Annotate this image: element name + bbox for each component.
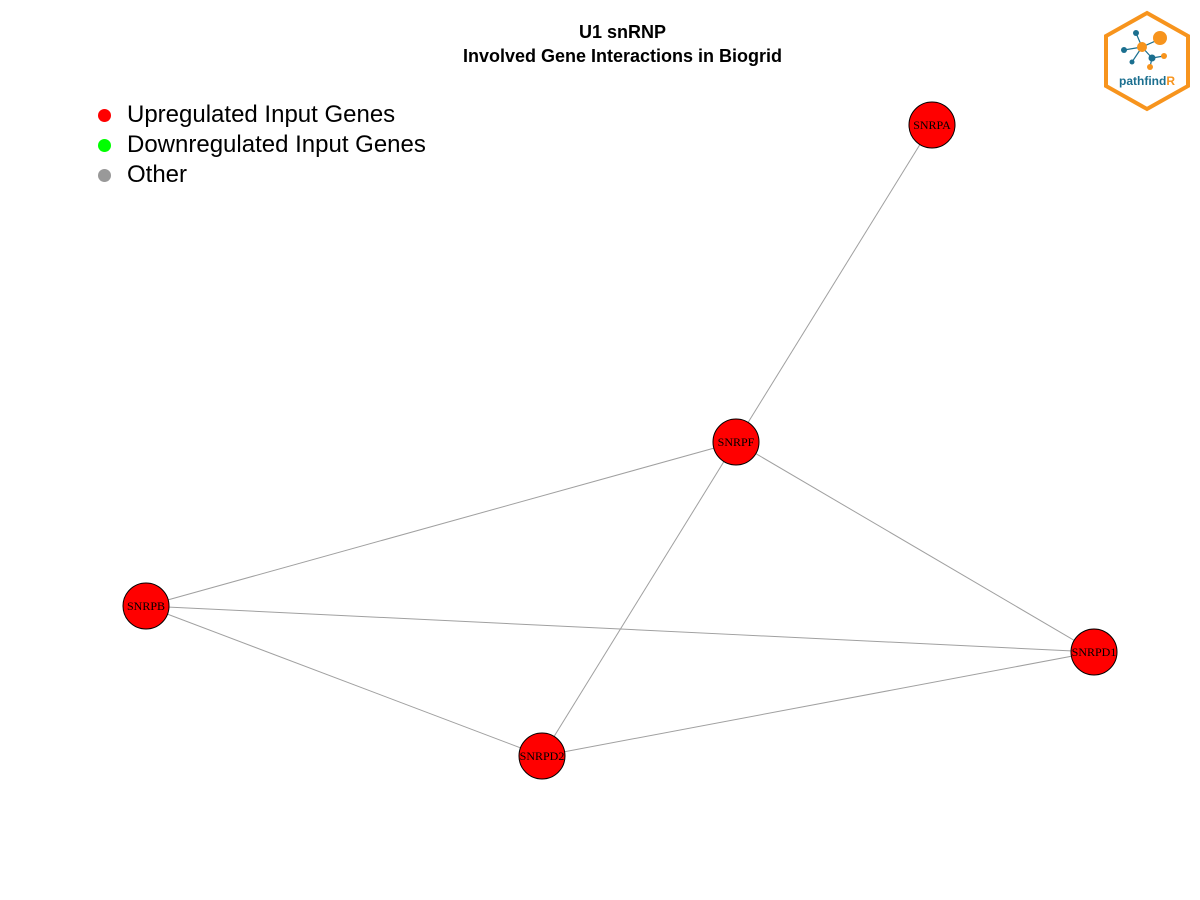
- logo-text-main: pathfind: [1119, 74, 1166, 88]
- legend-label-upregulated: Upregulated Input Genes: [127, 101, 396, 128]
- node-snrpd2: SNRPD2: [518, 732, 566, 780]
- legend-item-downregulated: Downregulated Input Genes: [98, 130, 426, 160]
- node-circle-snrpf: [712, 418, 760, 466]
- svg-text:pathfindR: pathfindR: [1119, 74, 1175, 88]
- figure-title: U1 snRNP Involved Gene Interactions in B…: [0, 20, 1200, 68]
- node-snrpb: SNRPB: [122, 582, 170, 630]
- node-label-snrpd1: SNRPD1: [1072, 645, 1117, 659]
- title-line-2: Involved Gene Interactions in Biogrid: [462, 46, 783, 66]
- edge-snrpa-snrpf: [735, 124, 933, 443]
- legend-item-other: Other: [98, 160, 426, 190]
- edge-snrpb-snrpd1: [145, 605, 1095, 653]
- legend-label-other: Other: [127, 161, 188, 188]
- node-label-snrpd2: SNRPD2: [520, 749, 565, 763]
- legend-marker-upregulated: [98, 108, 111, 122]
- legend-item-upregulated: Upregulated Input Genes: [98, 100, 426, 130]
- pathfindr-logo: pathfindR: [1104, 10, 1190, 112]
- node-circle-snrpd1: [1070, 628, 1118, 676]
- logo-text-accent: R: [1166, 74, 1175, 88]
- legend-label-downregulated: Downregulated Input Genes: [127, 131, 426, 158]
- node-circle-snrpb: [122, 582, 170, 630]
- node-snrpa: SNRPA: [908, 101, 956, 149]
- edge-snrpf-snrpb: [145, 441, 737, 607]
- legend: Upregulated Input Genes Downregulated In…: [98, 100, 426, 190]
- title-line-1: U1 snRNP: [578, 22, 667, 42]
- edge-snrpb-snrpd2: [145, 605, 543, 757]
- node-snrpd1: SNRPD1: [1070, 628, 1118, 676]
- edge-snrpf-snrpd2: [541, 441, 737, 757]
- edge-layer: [145, 124, 1095, 757]
- edge-snrpf-snrpd1: [735, 441, 1095, 653]
- node-label-snrpa: SNRPA: [913, 118, 951, 132]
- node-label-snrpb: SNRPB: [127, 599, 165, 613]
- legend-marker-other: [98, 168, 111, 182]
- node-snrpf: SNRPF: [712, 418, 760, 466]
- node-label-snrpf: SNRPF: [718, 435, 755, 449]
- edge-snrpd2-snrpd1: [541, 651, 1095, 757]
- node-circle-snrpa: [908, 101, 956, 149]
- legend-marker-downregulated: [98, 138, 111, 152]
- node-circle-snrpd2: [518, 732, 566, 780]
